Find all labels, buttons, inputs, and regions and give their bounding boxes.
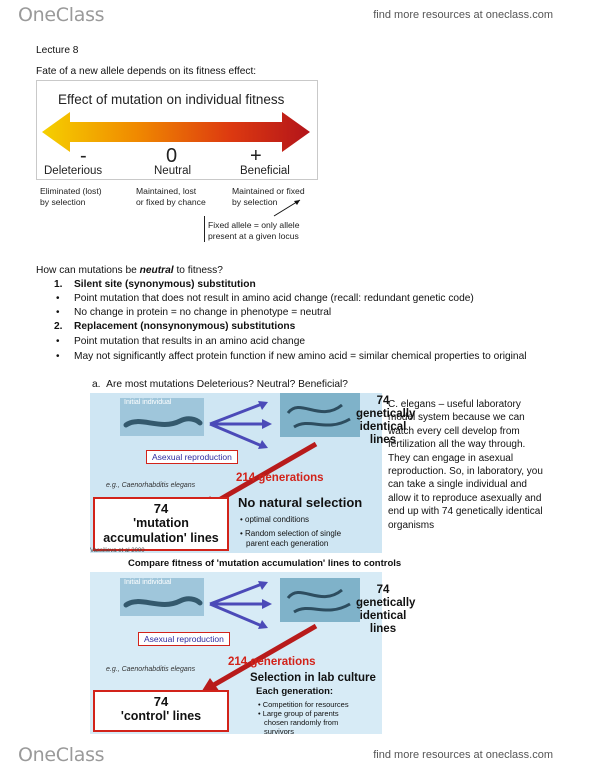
- compare-caption: Compare fitness of 'mutation accumulatio…: [128, 558, 402, 569]
- worm-lines-image: [280, 393, 360, 437]
- fitness-gradient-arrow: [42, 112, 310, 152]
- worm-icon: [286, 403, 351, 429]
- bullet-dot: •: [56, 293, 60, 304]
- conditions-list: • optimal conditions • Random selection …: [240, 515, 342, 548]
- beneficial-symbol: +: [250, 145, 262, 167]
- resources-link[interactable]: find more resources at oneclass.com: [373, 9, 553, 21]
- asexual-reproduction-label: Asexual reproduction: [146, 450, 238, 464]
- item-1-number: 1.: [54, 279, 63, 290]
- citation: Vassilieva et al 2000: [90, 548, 145, 554]
- oneclass-logo: OneClass: [18, 4, 105, 26]
- bullet-dot: •: [56, 307, 60, 318]
- branch-arrows: [209, 401, 272, 449]
- species-note: e.g., Caenorhabditis elegans: [106, 482, 196, 489]
- worm-icon: [286, 588, 351, 614]
- fixed-pointer-arrow: [273, 199, 301, 217]
- deleterious-label: Deleterious: [44, 165, 103, 177]
- fixed-note-bar: [204, 216, 205, 242]
- initial-worm-image: Initial individual: [120, 578, 204, 616]
- selection-bullets: • Competition for resources • Large grou…: [258, 700, 349, 736]
- deleterious-symbol: -: [80, 145, 87, 167]
- mutation-accumulation-box: 74 'mutation accumulation' lines: [93, 497, 229, 551]
- item-2-number: 2.: [54, 321, 63, 332]
- bullet-3: Point mutation that results in an amino …: [74, 336, 306, 347]
- worm-icon: [123, 416, 203, 428]
- item-2-heading: Replacement (nonsynonymous) substitution…: [74, 321, 296, 332]
- generations-label: 214 generations: [228, 656, 316, 668]
- item-1-heading: Silent site (synonymous) substitution: [74, 279, 256, 290]
- deleterious-fate: Eliminated (lost)by selection: [40, 186, 102, 207]
- identical-lines-label: 74 genetically identical lines: [356, 395, 416, 446]
- subsection-a: a. Are most mutations Deleterious? Neutr…: [92, 379, 348, 390]
- resources-link-footer[interactable]: find more resources at oneclass.com: [373, 749, 553, 761]
- bullet-dot: •: [56, 351, 60, 362]
- control-lines-box: 74 'control' lines: [93, 690, 229, 732]
- intro-text: Fate of a new allele depends on its fitn…: [36, 66, 257, 77]
- bullet-1: Point mutation that does not result in a…: [74, 293, 474, 304]
- no-selection-label: No natural selection: [238, 495, 363, 510]
- worm-icon: [123, 596, 203, 608]
- oneclass-logo-footer: OneClass: [18, 744, 105, 766]
- species-note: e.g., Caenorhabditis elegans: [106, 666, 196, 673]
- identical-lines-label: 74 genetically identical lines: [356, 584, 416, 635]
- section-question: How can mutations be neutral to fitness?: [36, 265, 223, 276]
- worm-lines-image: [280, 578, 360, 622]
- neutral-label: Neutral: [154, 165, 192, 177]
- asexual-reproduction-label: Asexual reproduction: [138, 632, 230, 646]
- fitness-figure-title: Effect of mutation on individual fitness: [58, 92, 285, 107]
- bullet-2: No change in protein = no change in phen…: [74, 307, 332, 318]
- branch-arrows: [209, 581, 272, 629]
- neutral-symbol: 0: [166, 145, 178, 167]
- each-generation-label: Each generation:: [256, 686, 334, 697]
- selection-label: Selection in lab culture: [250, 672, 376, 684]
- bullet-4: May not significantly affect protein fun…: [74, 351, 527, 362]
- beneficial-label: Beneficial: [240, 165, 290, 177]
- initial-worm-image: Initial individual: [120, 398, 204, 436]
- generations-label: 214 generations: [236, 472, 324, 484]
- lecture-title: Lecture 8: [36, 45, 79, 56]
- bullet-dot: •: [56, 336, 60, 347]
